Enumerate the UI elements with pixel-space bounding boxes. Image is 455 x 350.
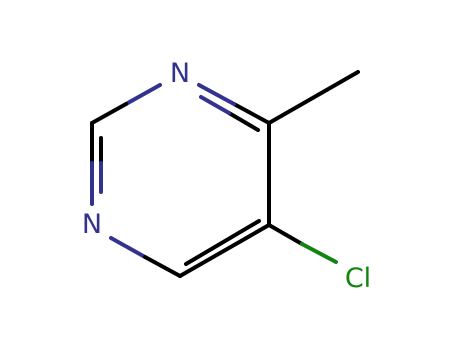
bond-c4-c5	[178, 219, 271, 278]
bond-n1-c2	[90, 83, 162, 125]
atom-cl-label: Cl	[345, 263, 371, 294]
atom-n3-label: N	[82, 209, 102, 240]
bond-n3-c4	[109, 236, 182, 278]
atom-n1-label: N	[170, 58, 190, 89]
bond-c6-n1	[197, 83, 271, 132]
bond-c5-cl	[267, 223, 338, 264]
bond-c6-methyl	[267, 70, 360, 125]
bond-c2-n3	[90, 121, 103, 206]
